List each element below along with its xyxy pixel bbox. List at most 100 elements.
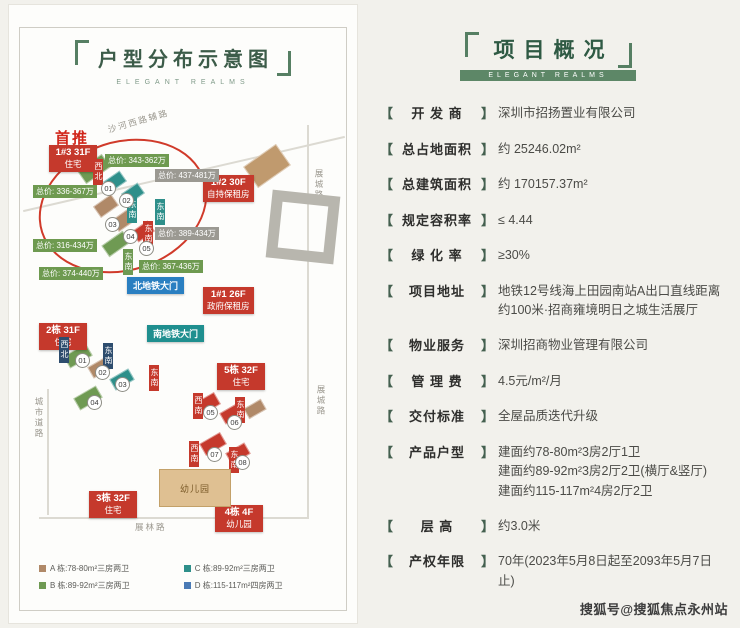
overview-row: 【层 高】约3.0米 (380, 517, 728, 537)
building-tag-subtitle: 住宅 (64, 159, 82, 170)
overview-row-value: 约3.0米 (494, 517, 728, 537)
direction-tag: 东南 (123, 249, 133, 275)
bracket-open-icon: 【 (380, 554, 394, 570)
price-tag: 总价: 336-367万 (33, 185, 97, 198)
overview-value-line: 约100米·招商雍境明日之城生活展厅 (498, 302, 699, 317)
bracket-close-icon: 】 (480, 141, 494, 157)
unit-number-badge: 01 (75, 353, 90, 368)
overview-row-value: 4.5元/m²/月 (494, 372, 728, 392)
unit-number-badge: 07 (207, 447, 222, 462)
overview-value-line: 地铁12号线海上田园南站A出口直线距离 (498, 283, 721, 298)
bracket-open-icon: 【 (380, 409, 394, 425)
site-map-panel: 户型分布示意图 ELEGANT REALMS 首推 沙河西路辅路展城路展城路城市… (8, 4, 358, 624)
unit-number-badge: 04 (123, 229, 138, 244)
overview-row-value: ≥30% (494, 246, 728, 266)
unit-number-badge: 06 (227, 415, 242, 430)
corner-bracket-icon (277, 51, 291, 76)
overview-value-line: 4.5元/m²/月 (498, 373, 562, 388)
bracket-close-icon: 】 (480, 106, 494, 121)
building-tag-title: 4栋 4F (224, 507, 254, 518)
unit-number-badge: 01 (101, 181, 116, 196)
building-tag-title: 1#2 30F (210, 177, 246, 188)
overview-label-text: 交付标准 (408, 409, 465, 425)
overview-value-line: 约 25246.02m² (498, 141, 581, 156)
map-title-row: 户型分布示意图 (9, 40, 357, 76)
map-title: 户型分布示意图 (98, 49, 273, 71)
overview-value-line: 约 170157.37m² (498, 177, 588, 191)
overview-row-label: 【产品户型】 (380, 443, 494, 501)
map-subtitle: ELEGANT REALMS (116, 79, 250, 86)
unit-number-badge: 03 (105, 217, 120, 232)
watermark-bottom: 搜狐号@搜狐焦点永州站 (579, 602, 728, 617)
bracket-close-icon: 】 (480, 444, 494, 460)
bracket-close-icon: 】 (480, 409, 494, 425)
direction-tag: 东南 (149, 365, 159, 391)
unit-number-badge: 03 (115, 377, 130, 392)
overview-row: 【交付标准】全屋品质迭代升级 (380, 407, 728, 427)
overview-label-text: 产品户型 (408, 444, 465, 460)
bracket-close-icon: 】 (480, 283, 494, 299)
overview-row-label: 【总建筑面积】 (380, 175, 494, 195)
bracket-open-icon: 【 (380, 212, 394, 228)
direction-tag: 西北 (59, 337, 69, 363)
overview-label-text: 规定容积率 (401, 212, 472, 228)
bracket-close-icon: 】 (480, 554, 494, 570)
overview-row: 【物业服务】深圳招商物业管理有限公司 (380, 336, 728, 356)
direction-tag: 东南 (155, 199, 165, 225)
road-line (39, 517, 309, 519)
building-tag-subtitle: 住宅 (104, 505, 122, 516)
overview-value-line: 建面约89-92m²3房2厅2卫(横厅&竖厅) (498, 464, 708, 479)
overview-value-line: ≥30% (498, 248, 530, 262)
legend-swatch-icon (39, 565, 46, 572)
overview-row-label: 【物业服务】 (380, 336, 494, 356)
overview-value-line: 全屋品质迭代升级 (498, 409, 599, 424)
building-block (243, 398, 267, 420)
unit-number-badge: 08 (235, 455, 250, 470)
legend-item: D 栋:115-117m²四房两卫 (183, 580, 341, 591)
overview-row: 【管 理 费】4.5元/m²/月 (380, 372, 728, 392)
overview-row: 【总建筑面积】约 170157.37m² (380, 175, 728, 195)
corner-bracket-icon (75, 40, 89, 65)
bracket-open-icon: 【 (380, 518, 394, 534)
overview-label-text: 项目地址 (408, 283, 465, 299)
project-overview-panel: 项目概况 ELEGANT REALMS 【开 发 商】深圳市招扬置业有限公司【总… (356, 0, 740, 628)
corner-bracket-icon (617, 42, 632, 68)
legend-label: C 栋:89-92m²三房两卫 (194, 564, 275, 573)
building-tag-title: 3栋 32F (96, 493, 130, 504)
overview-rows: 【开 发 商】深圳市招扬置业有限公司【总占地面积】约 25246.02m²【总建… (380, 104, 728, 607)
overview-title: 项目概况 (493, 39, 614, 62)
corner-bracket-icon (464, 31, 479, 57)
overview-row-value: 深圳市招扬置业有限公司 (494, 104, 728, 124)
direction-tag: 西北 (93, 159, 103, 185)
overview-row: 【项目地址】地铁12号线海上田园南站A出口直线距离约100米·招商雍境明日之城生… (380, 282, 728, 321)
building-tag-subtitle: 政府保租房 (207, 301, 250, 312)
road-line (307, 125, 309, 517)
road-label: 展城路 (316, 385, 326, 417)
overview-row-label: 【开 发 商】 (380, 104, 494, 124)
price-tag: 总价: 367-436万 (139, 260, 203, 273)
building-tag-subtitle: 自持保租房 (207, 189, 250, 200)
legend-label: D 栋:115-117m²四房两卫 (194, 581, 283, 590)
road-label: 展城路 (314, 169, 324, 201)
building-tag-title: 1#3 31F (55, 147, 91, 158)
building-tag-subtitle: 住宅 (232, 377, 250, 388)
overview-row: 【绿 化 率】≥30% (380, 246, 728, 266)
overview-label-text: 物业服务 (408, 338, 465, 354)
overview-label-text: 管 理 费 (411, 373, 463, 389)
overview-row: 【开 发 商】深圳市招扬置业有限公司 (380, 104, 728, 124)
first-push-label: 首推 (55, 130, 90, 147)
bracket-close-icon: 】 (480, 248, 494, 263)
price-tag: 总价: 374-440万 (39, 267, 103, 280)
bracket-close-icon: 】 (480, 518, 494, 534)
courtyard-building (265, 189, 341, 265)
direction-tag: 东南 (103, 343, 113, 369)
bracket-open-icon: 【 (380, 248, 394, 263)
road-label: 展林路 (135, 522, 167, 532)
overview-value-line: 深圳市招扬置业有限公司 (498, 106, 636, 120)
overview-subtitle: ELEGANT REALMS (460, 70, 636, 81)
legend-swatch-icon (183, 565, 191, 572)
